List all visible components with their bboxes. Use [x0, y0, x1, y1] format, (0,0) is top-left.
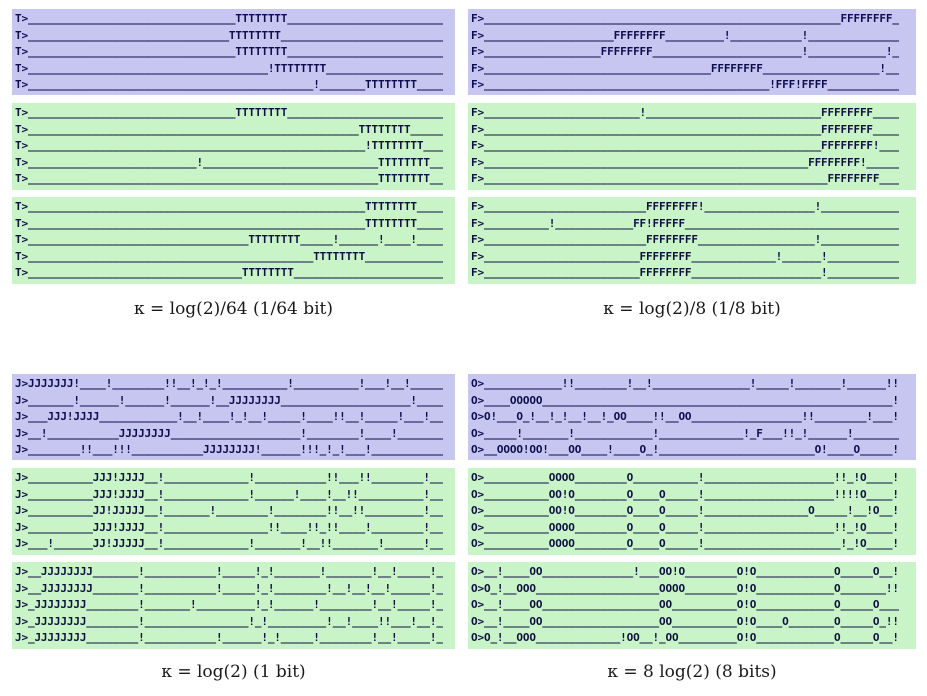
- genome-line: F>______________________________________…: [471, 78, 899, 92]
- genome-line: O>__________OO!O________O____O_____!____…: [471, 487, 899, 501]
- genome-line: O>__!____OO__________________OO_________…: [471, 598, 899, 612]
- genome-line: F>_________________________FFFFFFFF_____…: [471, 233, 899, 247]
- genome-line: J>__________JJJ!JJJJ__!_____________!___…: [15, 487, 443, 501]
- genome-block-green: F>_________________________FFFFFFFF!____…: [468, 197, 916, 284]
- genome-line: O>____________!!________!__!____________…: [471, 377, 899, 390]
- genome-line: F>_________________________FFFFFFFF!____…: [471, 200, 899, 213]
- panel-caption: κ = log(2)/8 (1/8 bit): [603, 299, 781, 319]
- genome-line: T>______________________________________…: [15, 172, 443, 186]
- genome-line: F>__________!____________FF!FFFFF_______…: [471, 216, 899, 230]
- genome-line: T>________________________________TTTTTT…: [15, 45, 443, 59]
- genome-line: J>__JJJJJJJJ_______!___________!_____!_!…: [15, 581, 443, 595]
- genome-line: J>___!______JJ!JJJJJ__!_____________!___…: [15, 537, 443, 551]
- genome-line: J>_JJJJJJJJ________!________________!_!_…: [15, 614, 443, 628]
- genome-block-green: O>__!____OO______________!___OO!O_______…: [468, 562, 916, 649]
- genome-block-green: O>__________OOOO________O__________!____…: [468, 468, 916, 555]
- genome-line: J>__________JJJ!JJJJ__!________________!…: [15, 520, 443, 534]
- genome-line: O>____OOOOO_____________________________…: [471, 393, 899, 407]
- genome-line: J>__!___________JJJJJJJJ________________…: [15, 426, 443, 440]
- genome-line: T>______________________________________…: [15, 200, 443, 213]
- genome-line: F>________________________!_____________…: [471, 106, 899, 119]
- panel-caption: κ = 8 log(2) (8 bits): [607, 662, 777, 682]
- genome-line: T>______________________________________…: [15, 78, 443, 92]
- genome-line: T>________________________________TTTTTT…: [15, 106, 443, 119]
- genome-line: F>______________________________________…: [471, 139, 899, 153]
- genome-block-purple: O>____________!!________!__!____________…: [468, 374, 916, 460]
- genome-block-purple: J>JJJJJJJ!____!________!!__!_!_!________…: [12, 374, 455, 460]
- genome-line: T>______________________________________…: [15, 249, 443, 263]
- genome-line: F>______________________________________…: [471, 122, 899, 136]
- genome-line: O>__!____OO______________!___OO!O_______…: [471, 565, 899, 578]
- genome-line: O>O_!__OOO___________________OOOO_______…: [471, 581, 899, 595]
- genome-line: F>__________________FFFFFFFF____________…: [471, 45, 899, 59]
- genome-line: J>___JJJ!JJJJ____________!__!____!_!__!_…: [15, 410, 443, 424]
- genome-block-green: T>________________________________TTTTTT…: [12, 103, 455, 190]
- genome-line: O>__OOOO!OO!___OO____!____O_!___________…: [471, 443, 899, 457]
- genome-block-purple: F>______________________________________…: [468, 9, 916, 95]
- genome-block-purple: T>________________________________TTTTTT…: [12, 9, 455, 95]
- genome-line: J>________!!___!!!___________JJJJJJJJ!__…: [15, 443, 443, 457]
- genome-line: F>______________________________________…: [471, 172, 899, 186]
- genome-block-green: J>__JJJJJJJJ_______!___________!_____!_!…: [12, 562, 455, 649]
- genome-line: J>_JJJJJJJJ________!___________!______!_…: [15, 631, 443, 645]
- genome-line: J>_______!______!______!______!__JJJJJJJ…: [15, 393, 443, 407]
- genome-line: O>_____!_______!____________!___________…: [471, 426, 899, 440]
- genome-line: O>O!___O_!__!_!__!__!_OO____!!__OO______…: [471, 410, 899, 424]
- genome-line: T>_____________________________________!…: [15, 61, 443, 75]
- genome-line: F>______________________________________…: [471, 155, 899, 169]
- genome-block-green: F>________________________!_____________…: [468, 103, 916, 190]
- genome-line: J>JJJJJJJ!____!________!!__!_!_!________…: [15, 377, 443, 390]
- genome-line: O>O_!__OOO_____________!OO__!_OO________…: [471, 631, 899, 645]
- genome-line: F>____________________FFFFFFFF_________!…: [471, 28, 899, 42]
- genome-line: T>______________________________________…: [15, 216, 443, 230]
- genome-line: J>__________JJJ!JJJJ__!_____________!___…: [15, 471, 443, 484]
- genome-line: T>__________________________________TTTT…: [15, 233, 443, 247]
- genome-line: T>__________________________!___________…: [15, 155, 443, 169]
- genome-line: J>_JJJJJJJJ________!_______!_________!_!…: [15, 598, 443, 612]
- genome-line: O>__________OO!O________O____O_____!____…: [471, 504, 899, 518]
- panel-caption: κ = log(2)/64 (1/64 bit): [133, 299, 334, 319]
- genome-line: T>_______________________________TTTTTTT…: [15, 28, 443, 42]
- genome-line: T>______________________________________…: [15, 122, 443, 136]
- genome-line: T>_________________________________TTTTT…: [15, 266, 443, 280]
- genome-line: T>________________________________TTTTTT…: [15, 12, 443, 25]
- genome-line: T>______________________________________…: [15, 139, 443, 153]
- genome-line: F>___________________________________FFF…: [471, 61, 899, 75]
- genome-line: F>______________________________________…: [471, 12, 899, 25]
- genome-line: O>__________OOOO________O____O_____!____…: [471, 537, 899, 551]
- genome-line: F>________________________FFFFFFFF______…: [471, 266, 899, 280]
- genome-line: O>__!____OO__________________OO_________…: [471, 614, 899, 628]
- genome-line: J>__JJJJJJJJ_______!___________!_____!_!…: [15, 565, 443, 578]
- genome-line: O>__________OOOO________O____O_____!____…: [471, 520, 899, 534]
- genome-line: F>________________________FFFFFFFF______…: [471, 249, 899, 263]
- genome-block-green: J>__________JJJ!JJJJ__!_____________!___…: [12, 468, 455, 555]
- genome-line: J>__________JJ!JJJJJ__!_______!________!…: [15, 504, 443, 518]
- genome-block-green: T>______________________________________…: [12, 197, 455, 284]
- panel-caption: κ = log(2) (1 bit): [161, 662, 306, 682]
- genome-line: O>__________OOOO________O__________!____…: [471, 471, 899, 484]
